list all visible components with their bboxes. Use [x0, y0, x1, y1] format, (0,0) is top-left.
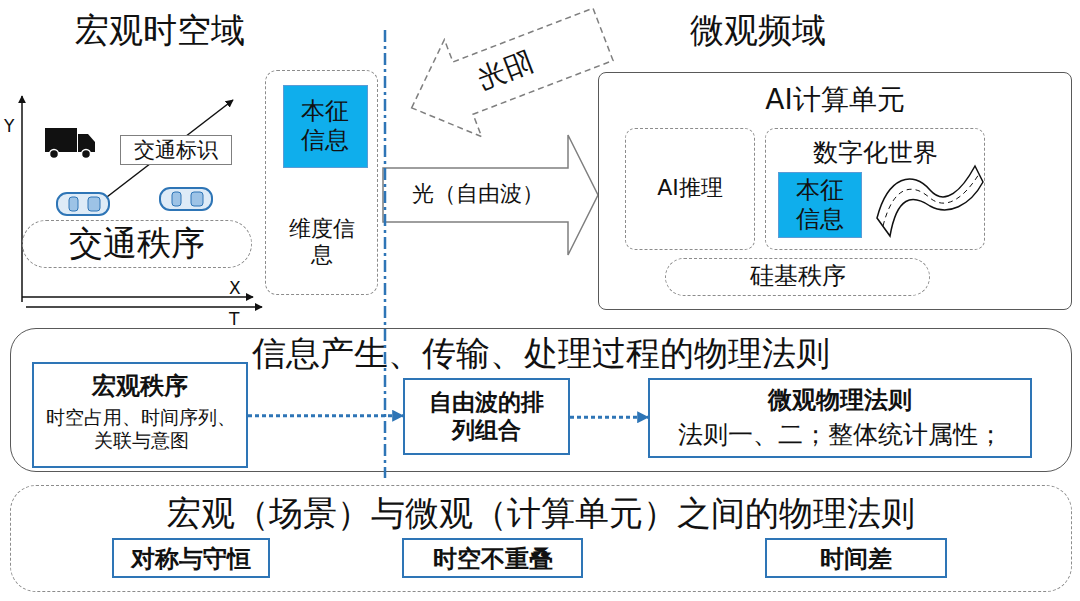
inference-box: AI推理 — [625, 128, 755, 250]
axis-label: Y — [4, 116, 14, 136]
axis-label: X — [229, 278, 241, 298]
truck-icon — [45, 128, 95, 159]
car-icon — [57, 193, 109, 215]
car-body — [57, 193, 109, 215]
node-label: 宏观秩序 — [34, 372, 246, 401]
order-band: 交通秩序 — [22, 220, 252, 268]
node-label: AI计算单元 — [599, 83, 1071, 117]
car-window — [69, 197, 78, 211]
car-window — [191, 192, 203, 206]
node-label: 光（自由波） — [403, 181, 553, 207]
domain-heading: 宏观时空域 — [75, 10, 245, 51]
car-icon — [160, 188, 212, 210]
sunlight-arrow: 阳光 — [395, 2, 615, 142]
sign-box: 交通标识 — [120, 135, 232, 165]
silicon-order-band: 硅基秩序 — [665, 258, 930, 296]
node-label: 数字化世界 — [766, 138, 984, 168]
node-label: 硅基秩序 — [666, 262, 929, 291]
motion-arrow — [90, 100, 233, 210]
node-label: 时空不重叠 — [404, 545, 581, 574]
node-label: 交通标识 — [121, 138, 231, 163]
law-band: 信息产生、传输、处理过程的物理法则宏观秩序时空占用、时间序列、关联与意图自由波的… — [10, 328, 1072, 472]
dimension-box: 维度信息本征信息 — [265, 70, 378, 295]
domain-divider — [384, 30, 387, 478]
axis-label: T — [229, 309, 239, 329]
micro-law-box: 微观物理法则法则一、二；整体统计属性； — [648, 378, 1032, 458]
road-outline — [877, 166, 983, 236]
node-label: 时间差 — [767, 545, 945, 574]
car-body — [160, 188, 212, 210]
flow-arrow — [570, 416, 648, 419]
node-label: 对称与守恒 — [114, 545, 268, 574]
road-centerline — [883, 174, 979, 226]
flow-arrow — [248, 414, 403, 417]
truck-body — [45, 128, 77, 152]
domain-heading: 微观频域 — [690, 10, 826, 51]
principle-box: 时间差 — [765, 538, 947, 578]
compute-unit-box: AI计算单元 AI推理数字化世界本征信息硅基秩序 — [598, 72, 1072, 310]
macro-micro-band: 宏观（场景）与微观（计算单元）之间的物理法则对称与守恒 时空不重叠 时间差 — [10, 485, 1072, 592]
node-label: 自由波的排列组合 — [425, 389, 548, 444]
intrinsic-box: 本征信息 — [283, 85, 368, 168]
y-axis — [21, 96, 23, 302]
node-label: 维度信息 — [286, 216, 358, 269]
arrow-outline — [393, 0, 622, 156]
node-label: AI推理 — [626, 175, 754, 201]
digital-world-box: 数字化世界本征信息 — [765, 128, 985, 250]
node-body-text: 时空占用、时间序列、关联与意图 — [42, 406, 240, 452]
car-window — [88, 197, 100, 211]
intrinsic-box: 本征信息 — [778, 172, 862, 238]
wave-combination-box: 自由波的排列组合 — [403, 378, 570, 455]
truck-wheel — [82, 150, 91, 159]
truck-wheel — [50, 150, 59, 159]
principle-box: 对称与守恒 — [112, 538, 270, 578]
x-axis — [22, 296, 253, 298]
road-illustration — [877, 166, 983, 236]
node-body-text: 法则一、二；整体统计属性； — [650, 420, 1030, 450]
node-label: 微观物理法则 — [650, 386, 1030, 415]
principle-box: 时空不重叠 — [402, 538, 583, 578]
node-label: 交通秩序 — [23, 223, 251, 264]
node-label: 本征信息 — [793, 176, 847, 234]
node-label: 本征信息 — [298, 97, 352, 155]
arrow-outline — [383, 135, 598, 255]
node-label: 宏观（场景）与微观（计算单元）之间的物理法则 — [11, 493, 1071, 534]
t-axis — [26, 306, 262, 308]
car-window — [172, 192, 181, 206]
macro-order-box: 宏观秩序时空占用、时间序列、关联与意图 — [32, 362, 248, 468]
light-arrow: 光（自由波） — [383, 135, 598, 255]
